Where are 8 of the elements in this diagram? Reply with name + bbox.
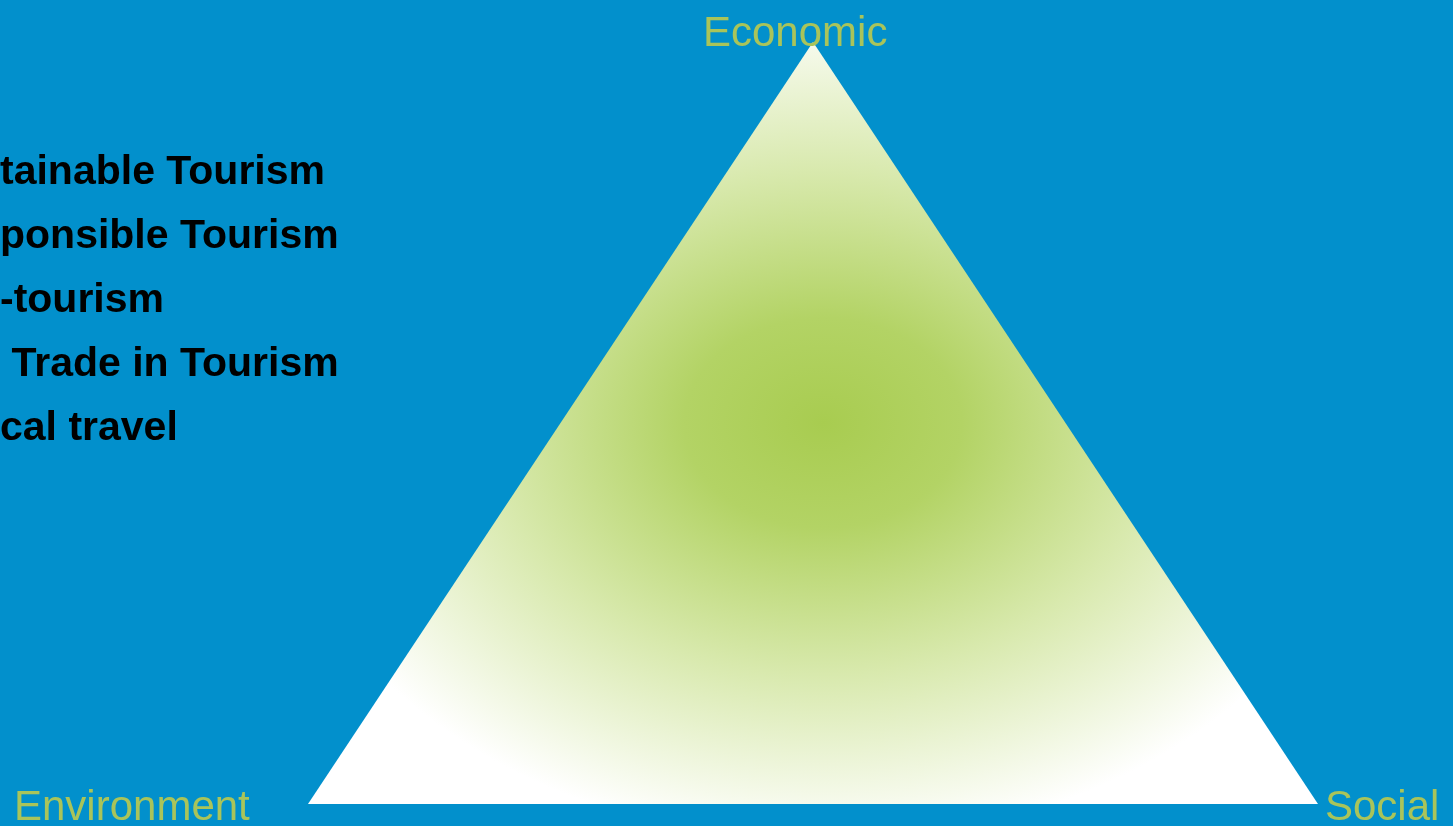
list-item: Trade in Tourism <box>10 342 339 383</box>
vertex-label: Social <box>1325 785 1440 826</box>
list-item: -tourism <box>0 278 164 319</box>
list-item: cal travel <box>0 406 178 447</box>
vertex-label: Environment <box>14 785 250 826</box>
list-item: ponsible Tourism <box>0 214 339 255</box>
list-item: tainable Tourism <box>0 150 326 191</box>
vertex-label: Economic <box>703 11 888 53</box>
